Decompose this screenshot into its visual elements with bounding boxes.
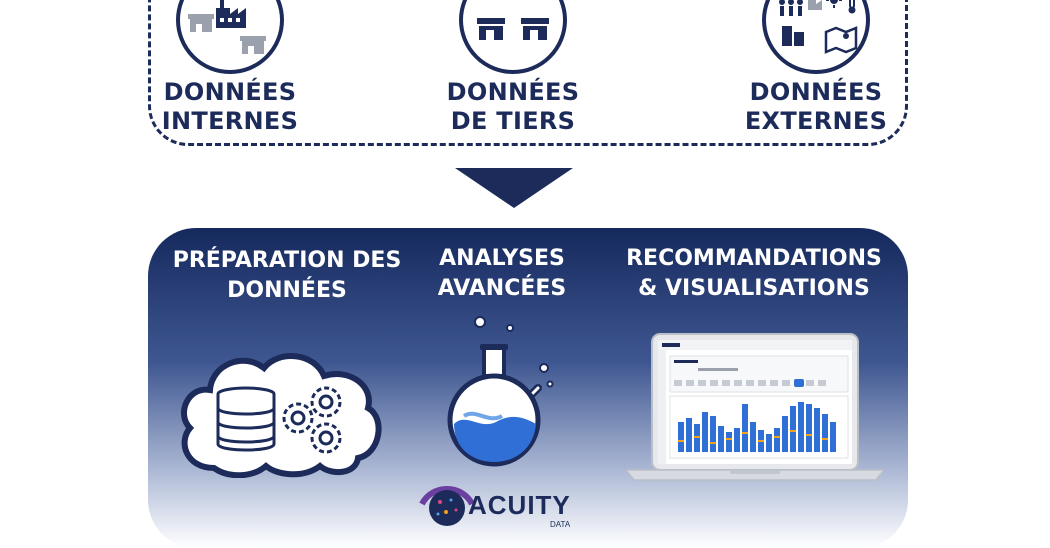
cloud-database-gears-icon xyxy=(181,353,382,478)
source-third-party-label: DONNÉES DE TIERS xyxy=(446,78,580,135)
source-internal-label: DONNÉES INTERNES xyxy=(161,78,299,135)
acuity-eye-icon xyxy=(419,486,475,526)
data-sources-box xyxy=(148,0,908,146)
step-data-preparation-label: PRÉPARATION DES DONNÉES xyxy=(172,248,402,303)
step-advanced-analytics-label: ANALYSES AVANCÉES xyxy=(437,246,567,301)
laptop-dashboard-icon xyxy=(626,333,884,481)
source-external: DONNÉES EXTERNES xyxy=(716,0,916,136)
flask-icon xyxy=(447,316,554,467)
environment-icon xyxy=(762,0,870,74)
flow-arrow-down-icon xyxy=(455,168,573,208)
factory-shops-icon xyxy=(176,0,284,74)
source-external-label: DONNÉES EXTERNES xyxy=(744,78,888,135)
source-internal: DONNÉES INTERNES xyxy=(130,0,330,136)
source-third-party: DONNÉES DE TIERS xyxy=(413,0,613,136)
step-recommendations-label: RECOMMANDATIONS & VISUALISATIONS xyxy=(626,246,882,301)
shops-partner-icon xyxy=(459,0,567,74)
brand-name: ACUITY xyxy=(468,490,571,520)
